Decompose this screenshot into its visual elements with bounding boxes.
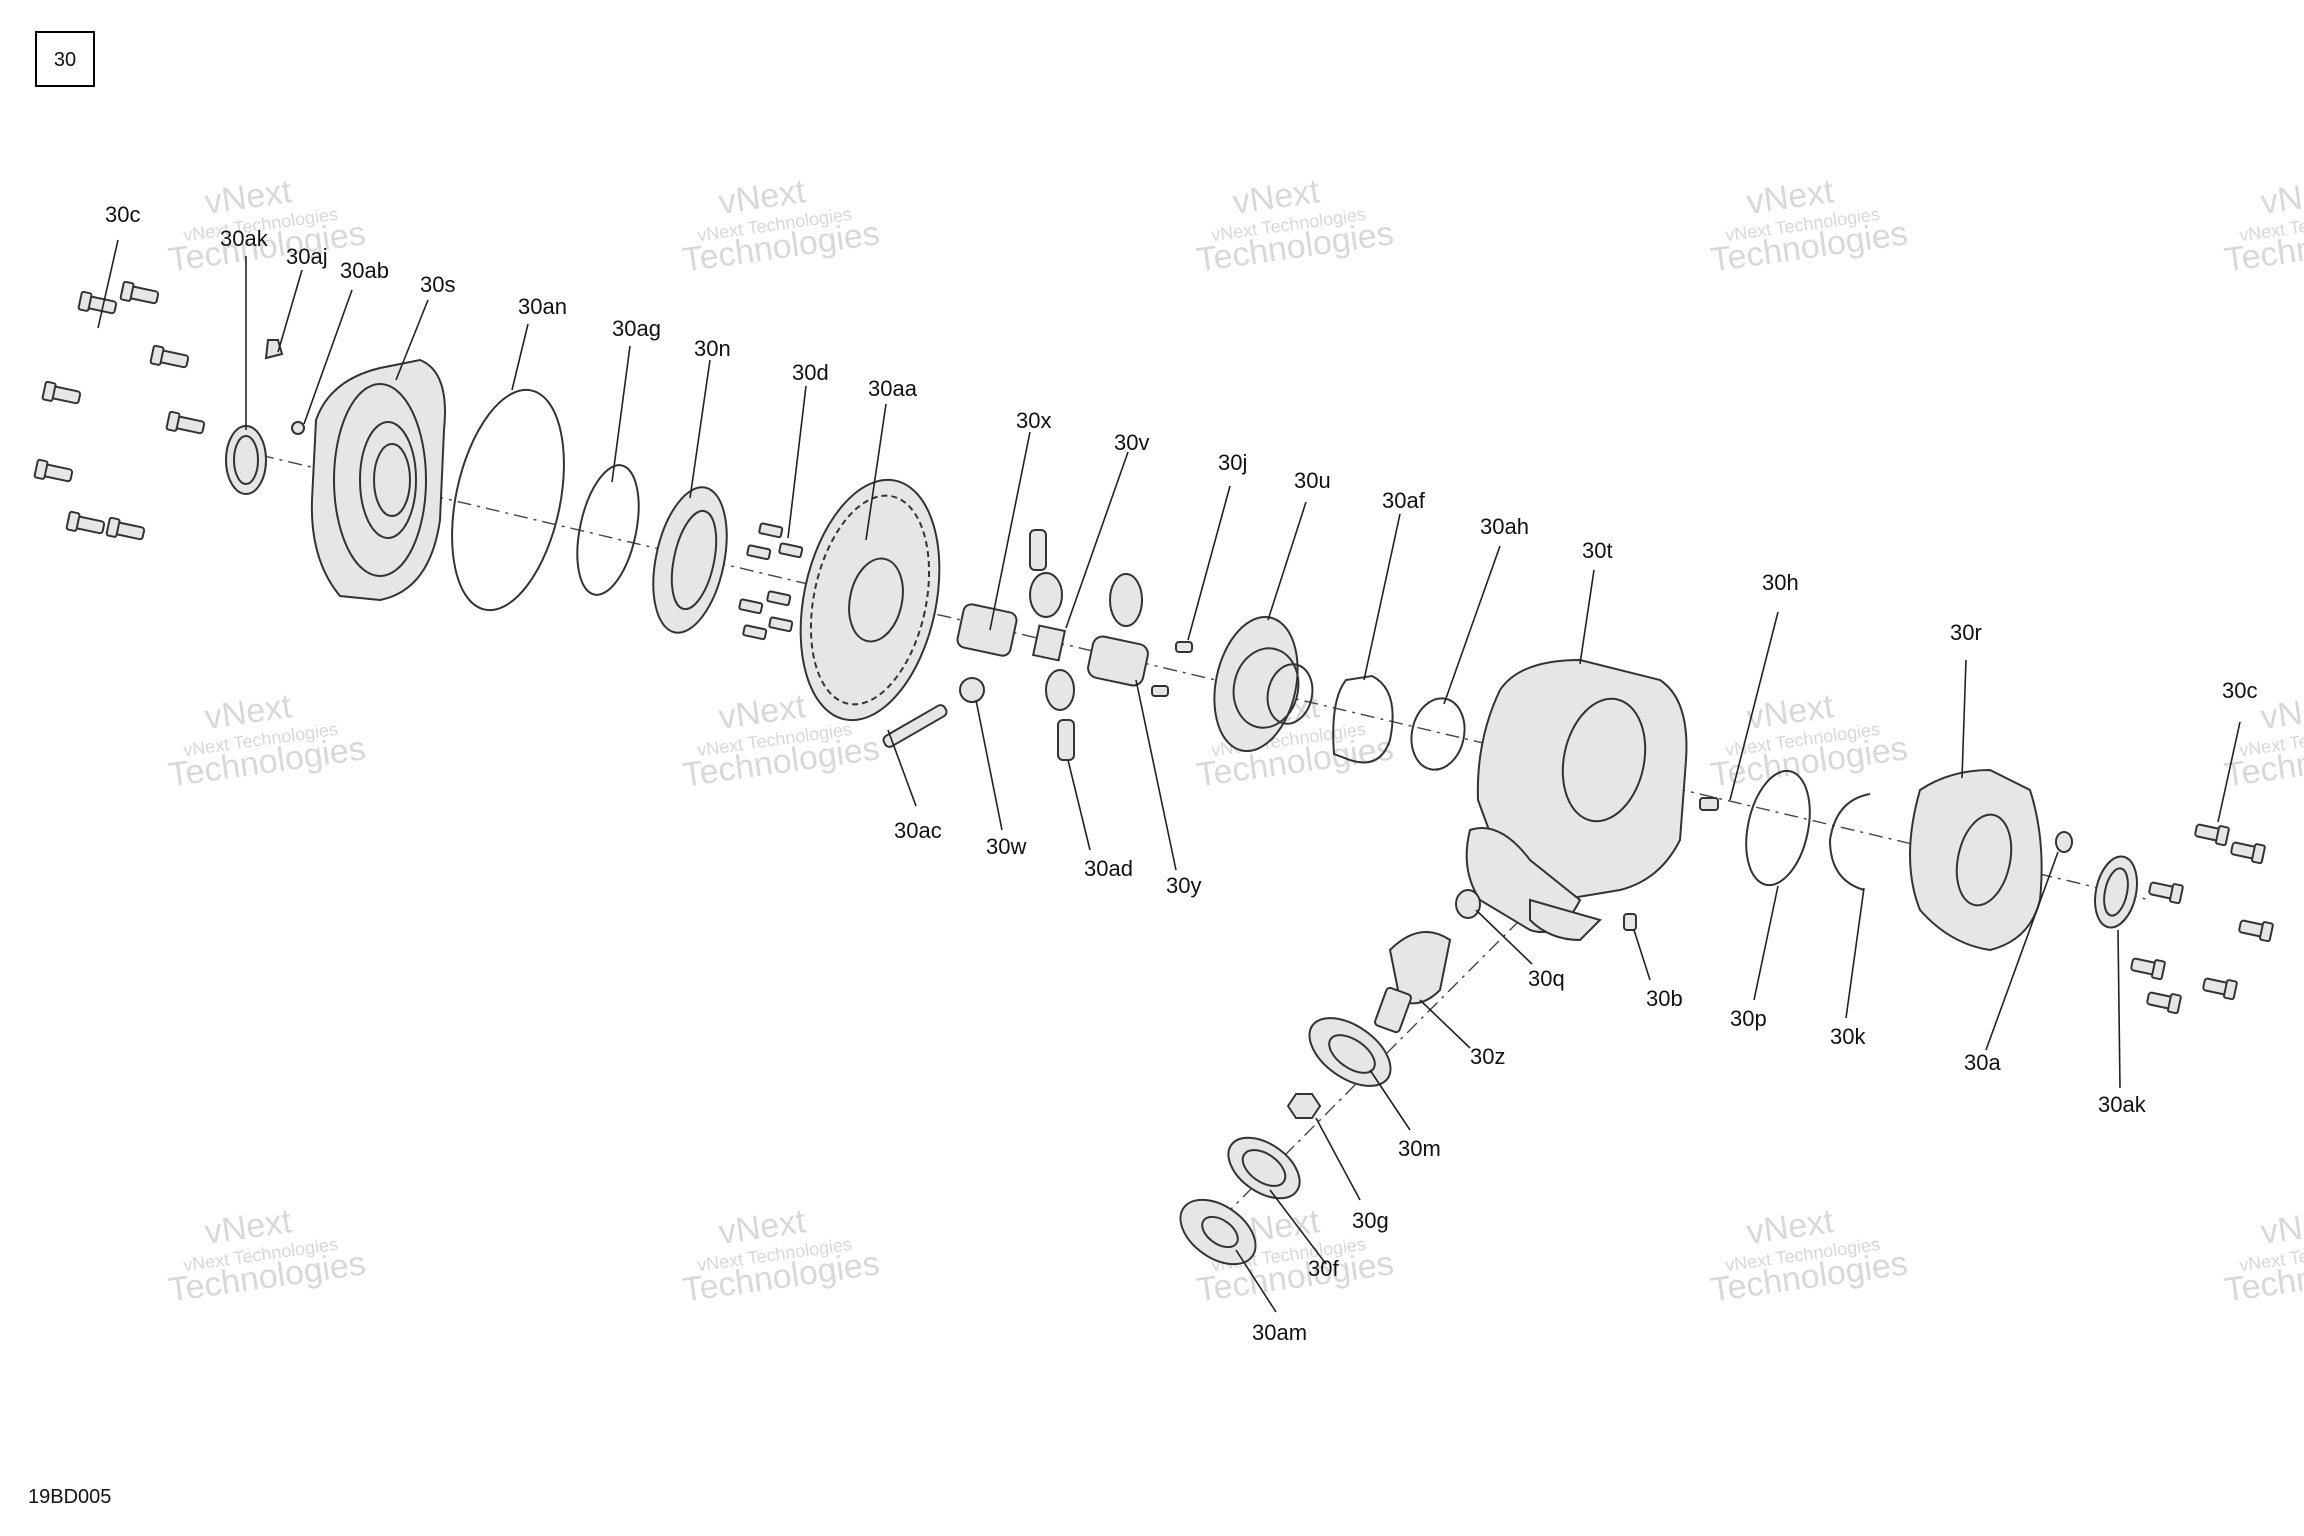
callout-30p: 30p [1730, 1006, 1767, 1031]
pinion-bushing [1455, 889, 1481, 919]
pin-lower [1151, 685, 1169, 697]
circlip [1828, 793, 1871, 891]
ring-bearing [652, 486, 728, 634]
oil-seal-right [2094, 855, 2138, 929]
callout-30an: 30an [518, 294, 567, 319]
callout-30ak-left: 30ak [220, 226, 269, 251]
watermark-line1: vNext [2258, 172, 2304, 222]
figure-number: 30 [54, 49, 76, 71]
callout-30m: 30m [1398, 1136, 1441, 1161]
callout-30b: 30b [1646, 986, 1683, 1011]
callout-30k: 30k [1830, 1024, 1866, 1049]
callout-30ac: 30ac [894, 818, 942, 843]
bolt-group-left [33, 280, 206, 541]
callout-30f: 30f [1308, 1256, 1339, 1281]
figure-code: 19BD005 [28, 1486, 111, 1508]
shim-ring [576, 464, 640, 596]
callout-30w: 30w [986, 834, 1026, 859]
callout-30a: 30a [1964, 1050, 2001, 1075]
pin-upper [1175, 641, 1193, 653]
callout-30h: 30h [1762, 570, 1799, 595]
pinion-nut [1286, 1093, 1322, 1119]
callout-30aj: 30aj [286, 244, 328, 269]
pinion-gear [1374, 931, 1452, 1034]
dowel-pin [1699, 797, 1719, 811]
callout-30ab: 30ab [340, 258, 389, 283]
main-housing [1465, 658, 1688, 942]
callout-30ad: 30ad [1084, 856, 1133, 881]
callout-30ag: 30ag [612, 316, 661, 341]
watermark-line1: vNext [2258, 1202, 2304, 1252]
callout-30y: 30y [1166, 873, 1201, 898]
callout-30c-left: 30c [105, 202, 140, 227]
callout-30q: 30q [1528, 966, 1565, 991]
oil-seal-left [225, 425, 267, 495]
callout-30aa: 30aa [868, 376, 918, 401]
callout-30z: 30z [1470, 1044, 1505, 1069]
cover-housing [310, 358, 446, 602]
large-o-ring [451, 388, 565, 612]
locker-gear [1213, 615, 1314, 753]
callout-30n: 30n [694, 336, 731, 361]
callout-30u: 30u [1294, 468, 1331, 493]
pinion-bearing [1308, 1017, 1392, 1087]
ring-gear-bolts [738, 522, 804, 641]
pinion-flange-nut [1227, 1136, 1301, 1200]
watermark-line1: vNext [2258, 687, 2304, 737]
small-washer [291, 421, 305, 435]
callout-30j: 30j [1218, 450, 1247, 475]
callout-30g: 30g [1352, 1208, 1389, 1233]
drain-plug [1623, 913, 1637, 931]
shift-fork-ring [1332, 674, 1394, 764]
callout-30ak-right: 30ak [2098, 1092, 2147, 1117]
callout-30c-right: 30c [2222, 678, 2257, 703]
callout-30x: 30x [1016, 408, 1051, 433]
callout-30am: 30am [1252, 1320, 1307, 1345]
main-assembly-axis [259, 454, 2151, 901]
snap-ring [1410, 697, 1466, 771]
pinion-seal [1179, 1198, 1257, 1266]
callout-30af: 30af [1382, 488, 1426, 513]
callout-labels: 30c 30ak 30aj 30ab 30s 30an 30ag 30n 30d… [105, 202, 2257, 1345]
differential-assembly [882, 529, 1149, 761]
figure-number-box [35, 31, 95, 87]
callout-30ah: 30ah [1480, 514, 1529, 539]
ring-gear [799, 478, 941, 722]
bolt-group-right [2130, 823, 2274, 1015]
rear-cover [1909, 768, 2043, 952]
callout-30r: 30r [1950, 620, 1982, 645]
shim-30h [1745, 769, 1811, 887]
leader-lines [97, 239, 2241, 1313]
callout-30d: 30d [792, 360, 829, 385]
callout-30v: 30v [1114, 430, 1149, 455]
breather-fitting [264, 339, 284, 360]
washer-30a [2055, 831, 2073, 853]
callout-30t: 30t [1582, 538, 1613, 563]
callout-30s: 30s [420, 272, 455, 297]
